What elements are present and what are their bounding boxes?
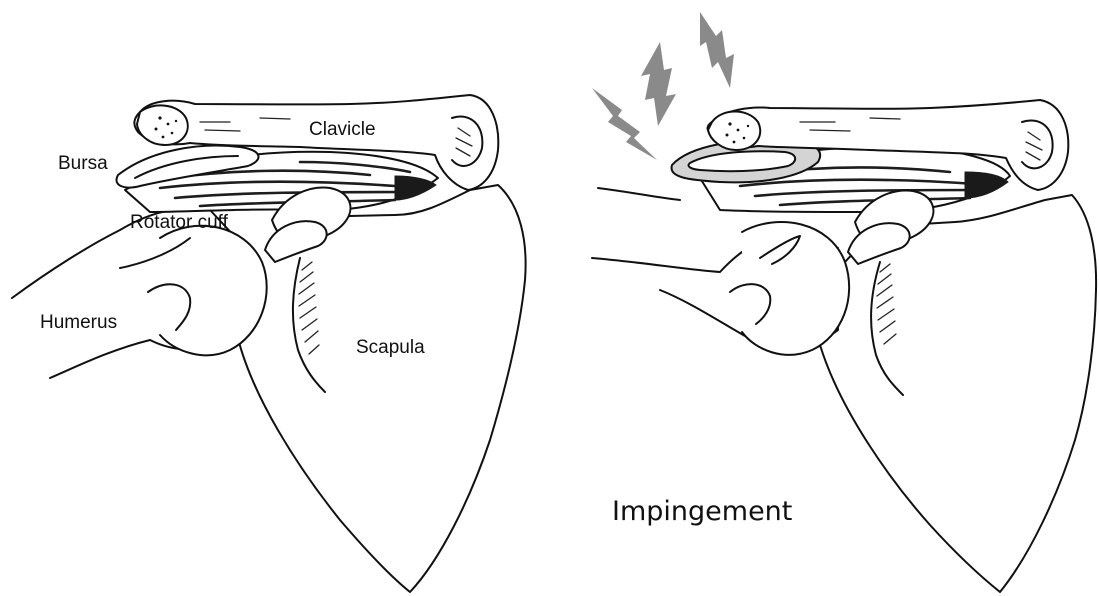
label-humerus: Humerus <box>40 313 117 332</box>
pain-bolt-2 <box>641 42 676 126</box>
label-clavicle: Clavicle <box>309 120 376 139</box>
label-scapula: Scapula <box>356 338 425 357</box>
label-bursa: Bursa <box>58 154 108 173</box>
humerus-head-right <box>742 222 849 355</box>
label-rotator-cuff: Rotator cuff <box>130 213 228 232</box>
humerus-upper-right <box>598 188 680 200</box>
pain-bolt-3 <box>700 12 734 88</box>
clavicle-sternal-end-left <box>137 105 188 145</box>
caption-impingement: Impingement <box>612 498 792 525</box>
